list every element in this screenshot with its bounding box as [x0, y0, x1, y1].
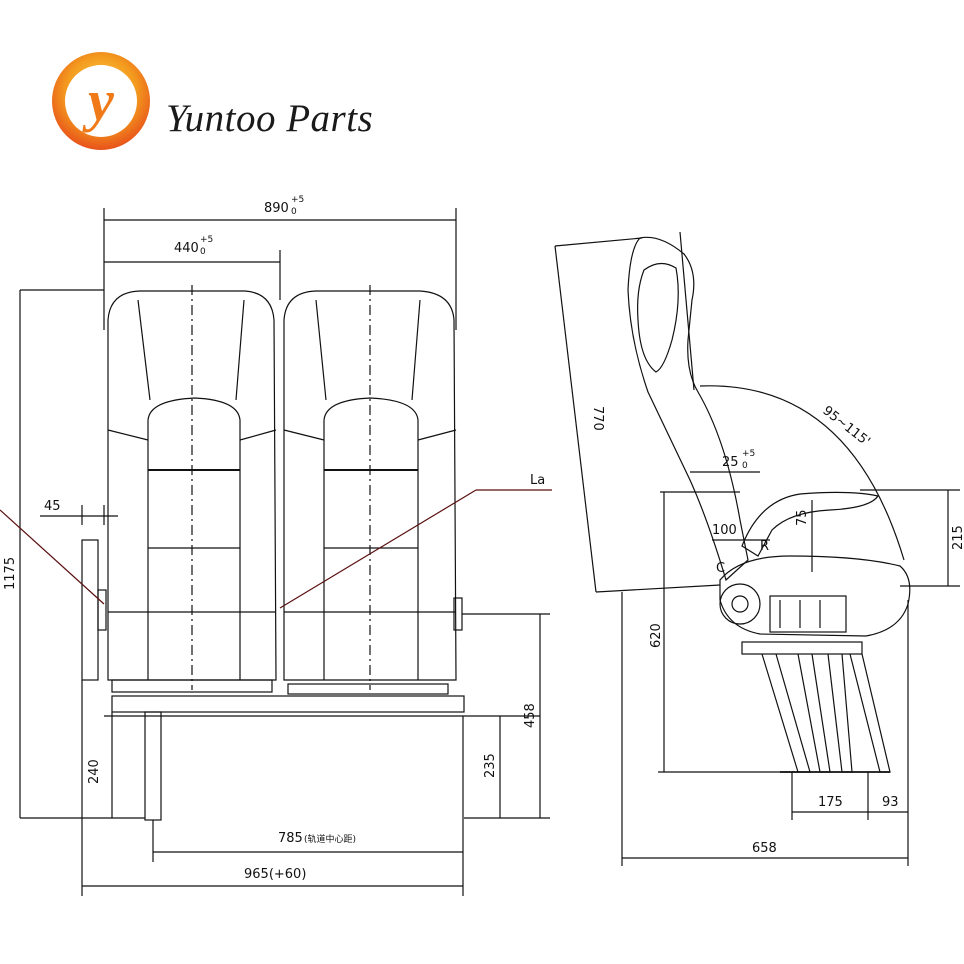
dim-785-note: (轨道中心距)	[304, 833, 356, 845]
logo-letter: y	[82, 68, 114, 133]
dim-25-tol-upper: +5	[742, 449, 755, 459]
letter-r: R	[760, 539, 769, 554]
dim-25-tol-lower: 0	[742, 461, 748, 471]
dim-965: 965(+60)	[244, 867, 306, 882]
dim-458: 458	[523, 703, 538, 728]
dim-658: 658	[752, 841, 777, 856]
dim-175: 175	[818, 795, 843, 810]
dim-75: 75	[795, 509, 810, 526]
dim-25: 25	[722, 455, 739, 470]
dim-785: 785	[278, 831, 303, 846]
dim-45: 45	[44, 499, 61, 514]
dim-215: 215	[951, 525, 964, 550]
dim-890-tol-upper: +5	[291, 195, 304, 205]
dim-100: 100	[712, 523, 737, 538]
left-seat-outline	[107, 290, 277, 681]
dim-440-tol-upper: +5	[200, 235, 213, 245]
dim-620: 620	[649, 623, 664, 648]
letter-c: C	[716, 561, 725, 576]
dim-440-tol-lower: 0	[200, 247, 206, 257]
dim-1175: 1175	[3, 557, 18, 590]
dim-890-tol-lower: 0	[291, 207, 297, 217]
dim-recline-angle: 95~115'	[820, 403, 873, 449]
side-backrest	[627, 236, 749, 582]
side-seat-cushion	[719, 555, 911, 637]
dim-93: 93	[882, 795, 899, 810]
dim-890: 890	[264, 201, 289, 216]
yuntoo-logo: y	[52, 52, 150, 150]
dim-235: 235	[483, 753, 498, 778]
callout-label: La	[530, 473, 545, 488]
dim-240: 240	[87, 759, 102, 784]
dim-440: 440	[174, 241, 199, 256]
dim-770: 770	[590, 406, 605, 431]
right-seat-outline	[283, 290, 457, 681]
brand-name: Yuntoo Parts	[166, 97, 374, 140]
